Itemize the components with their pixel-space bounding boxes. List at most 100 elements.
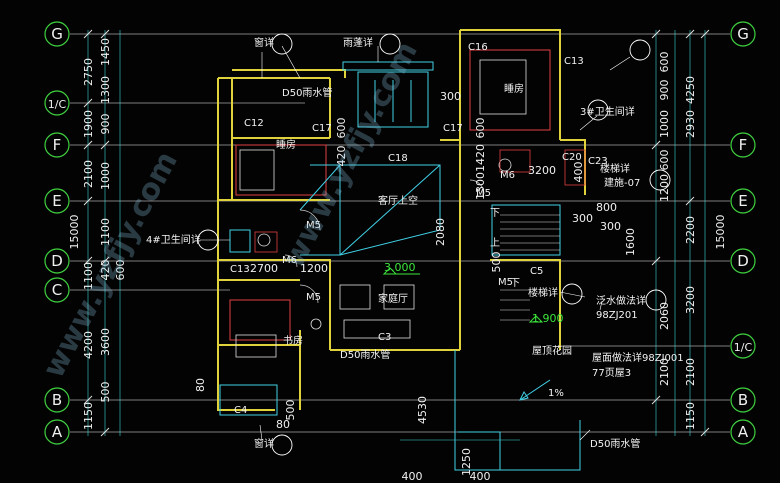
note-stair-detail: 楼梯详 bbox=[600, 162, 630, 175]
dim-right-inner: 2200 bbox=[684, 216, 697, 244]
note-toilet-3: 3#卫生间详 bbox=[580, 105, 635, 118]
note-stair-ref: 建施-07 bbox=[604, 176, 640, 189]
dim-bottom: 400 bbox=[402, 470, 423, 483]
axis-1c-left: 1/C bbox=[48, 98, 67, 111]
dim-interior: 500 bbox=[490, 252, 503, 273]
dim-left-inner: 600 bbox=[114, 260, 127, 281]
dim-bottom: 400 bbox=[470, 470, 491, 483]
note-canopy: 雨蓬详 bbox=[343, 36, 373, 49]
right-axis-bubbles bbox=[730, 21, 756, 445]
dim-right-inner: 1200 bbox=[658, 174, 671, 202]
door-code: M5 bbox=[306, 220, 321, 231]
note-flashing: 泛水做法详 bbox=[596, 294, 646, 307]
window-code: C16 bbox=[468, 42, 488, 53]
axis-e-left: E bbox=[52, 192, 61, 210]
dim-left-inner: 1000 bbox=[99, 162, 112, 190]
dim-interior: 300 bbox=[600, 220, 621, 233]
axis-g-left: G bbox=[51, 25, 63, 43]
note-stair-label: 楼梯详 bbox=[528, 286, 558, 299]
axis-f-right: F bbox=[739, 136, 748, 154]
window-code: C12 bbox=[244, 118, 264, 129]
window-code: C23 bbox=[588, 156, 608, 167]
door-swings bbox=[284, 179, 485, 304]
axis-b-left: B bbox=[52, 391, 62, 409]
note-slope: 1% bbox=[548, 388, 564, 399]
door-code: M5 bbox=[306, 292, 321, 303]
note-window-top: 窗详 bbox=[254, 36, 274, 49]
stair-up-label: 上 bbox=[490, 237, 500, 249]
level-terrace: 1.900 bbox=[532, 312, 564, 325]
left-axis-bubbles bbox=[44, 21, 70, 445]
axis-lines bbox=[70, 33, 730, 433]
dim-interior: 800 bbox=[596, 201, 617, 214]
windows-cyan bbox=[219, 61, 581, 471]
dim-left-outer: 1100 bbox=[82, 262, 95, 290]
dim-interior: 600 bbox=[474, 118, 487, 139]
room-family-hall: 家庭厅 bbox=[378, 292, 408, 305]
note-drainpipe-top: D50雨水管 bbox=[282, 86, 332, 99]
axis-d-right: D bbox=[737, 252, 749, 270]
dim-left-outer: 4200 bbox=[82, 331, 95, 359]
axis-b-right: B bbox=[738, 391, 748, 409]
dim-left-inner: 1450 bbox=[99, 38, 112, 66]
window-code: C17 bbox=[443, 123, 463, 134]
door-code: M6 bbox=[282, 255, 297, 266]
level-upper: 3.000 bbox=[384, 261, 416, 274]
dim-right-inner: 600 bbox=[658, 150, 671, 171]
furniture bbox=[235, 59, 527, 358]
window-code: C13 bbox=[564, 56, 584, 67]
dim-right-inner: 900 bbox=[658, 80, 671, 101]
dim-left-inner: 1100 bbox=[99, 218, 112, 246]
axis-e-right: E bbox=[738, 192, 747, 210]
dim-right-inner: 1000 bbox=[658, 110, 671, 138]
room-roof-garden: 屋顶花园 bbox=[532, 344, 572, 357]
slope-arrow bbox=[519, 379, 551, 401]
axis-f-left: F bbox=[53, 136, 62, 154]
dim-left-inner: 1150 bbox=[82, 402, 95, 430]
dim-right-inner: 1150 bbox=[684, 402, 697, 430]
dim-interior: 3200 bbox=[528, 164, 556, 177]
axis-1c-right: 1/C bbox=[734, 341, 753, 354]
dim-interior: 1200 bbox=[300, 262, 328, 275]
dimension-ticks bbox=[83, 29, 710, 437]
note-flashing-ref: 98ZJ201 bbox=[596, 310, 638, 321]
stair-down-label: 下 bbox=[510, 278, 520, 289]
axis-a-left: A bbox=[52, 423, 63, 441]
dim-right-inner: 2060 bbox=[658, 302, 671, 330]
dim-right-inner: 1600 bbox=[624, 228, 637, 256]
note-roof-ref: 77页屋3 bbox=[592, 367, 631, 379]
dim-interior: 400 bbox=[572, 162, 585, 183]
dim-left-total: 15000 bbox=[68, 215, 81, 250]
dim-right-outer: 2930 bbox=[684, 110, 697, 138]
axis-d-left: D bbox=[51, 252, 63, 270]
dim-left-inner: 500 bbox=[99, 382, 112, 403]
dim-left-inner: 420 bbox=[99, 260, 112, 281]
level-markers bbox=[382, 267, 544, 323]
dimension-lines bbox=[87, 30, 706, 441]
window-code: C3 bbox=[378, 332, 391, 343]
window-code: C13 bbox=[230, 264, 250, 275]
dim-right-inner: 2100 bbox=[684, 358, 697, 386]
dim-bottom: 4530 bbox=[416, 396, 429, 424]
stair-down-label: 下 bbox=[490, 208, 500, 219]
dim-interior: 1420 bbox=[474, 144, 487, 172]
window-code: C4 bbox=[234, 405, 247, 416]
interior-partitions bbox=[229, 49, 551, 341]
window-code: C5 bbox=[530, 266, 543, 277]
note-roof-detail: 屋面做法详98ZJ001 bbox=[592, 351, 684, 364]
note-drainpipe-mid: D50雨水管 bbox=[340, 348, 390, 361]
door-code: M5 bbox=[476, 188, 491, 199]
dim-left-inner: 900 bbox=[99, 114, 112, 135]
dim-left-outer: 2750 bbox=[82, 58, 95, 86]
dim-interior: 80 bbox=[276, 418, 290, 431]
note-toilet-4: 4#卫生间详 bbox=[146, 233, 201, 246]
note-drainpipe-bottom: D50雨水管 bbox=[590, 437, 640, 450]
dim-right-inner: 3200 bbox=[684, 286, 697, 314]
axis-a-right: A bbox=[738, 423, 749, 441]
dim-interior: 600 bbox=[335, 118, 348, 139]
dim-interior: 1300 bbox=[474, 172, 487, 200]
dim-interior: 80 bbox=[194, 378, 207, 392]
dim-right-inner: 600 bbox=[658, 52, 671, 73]
